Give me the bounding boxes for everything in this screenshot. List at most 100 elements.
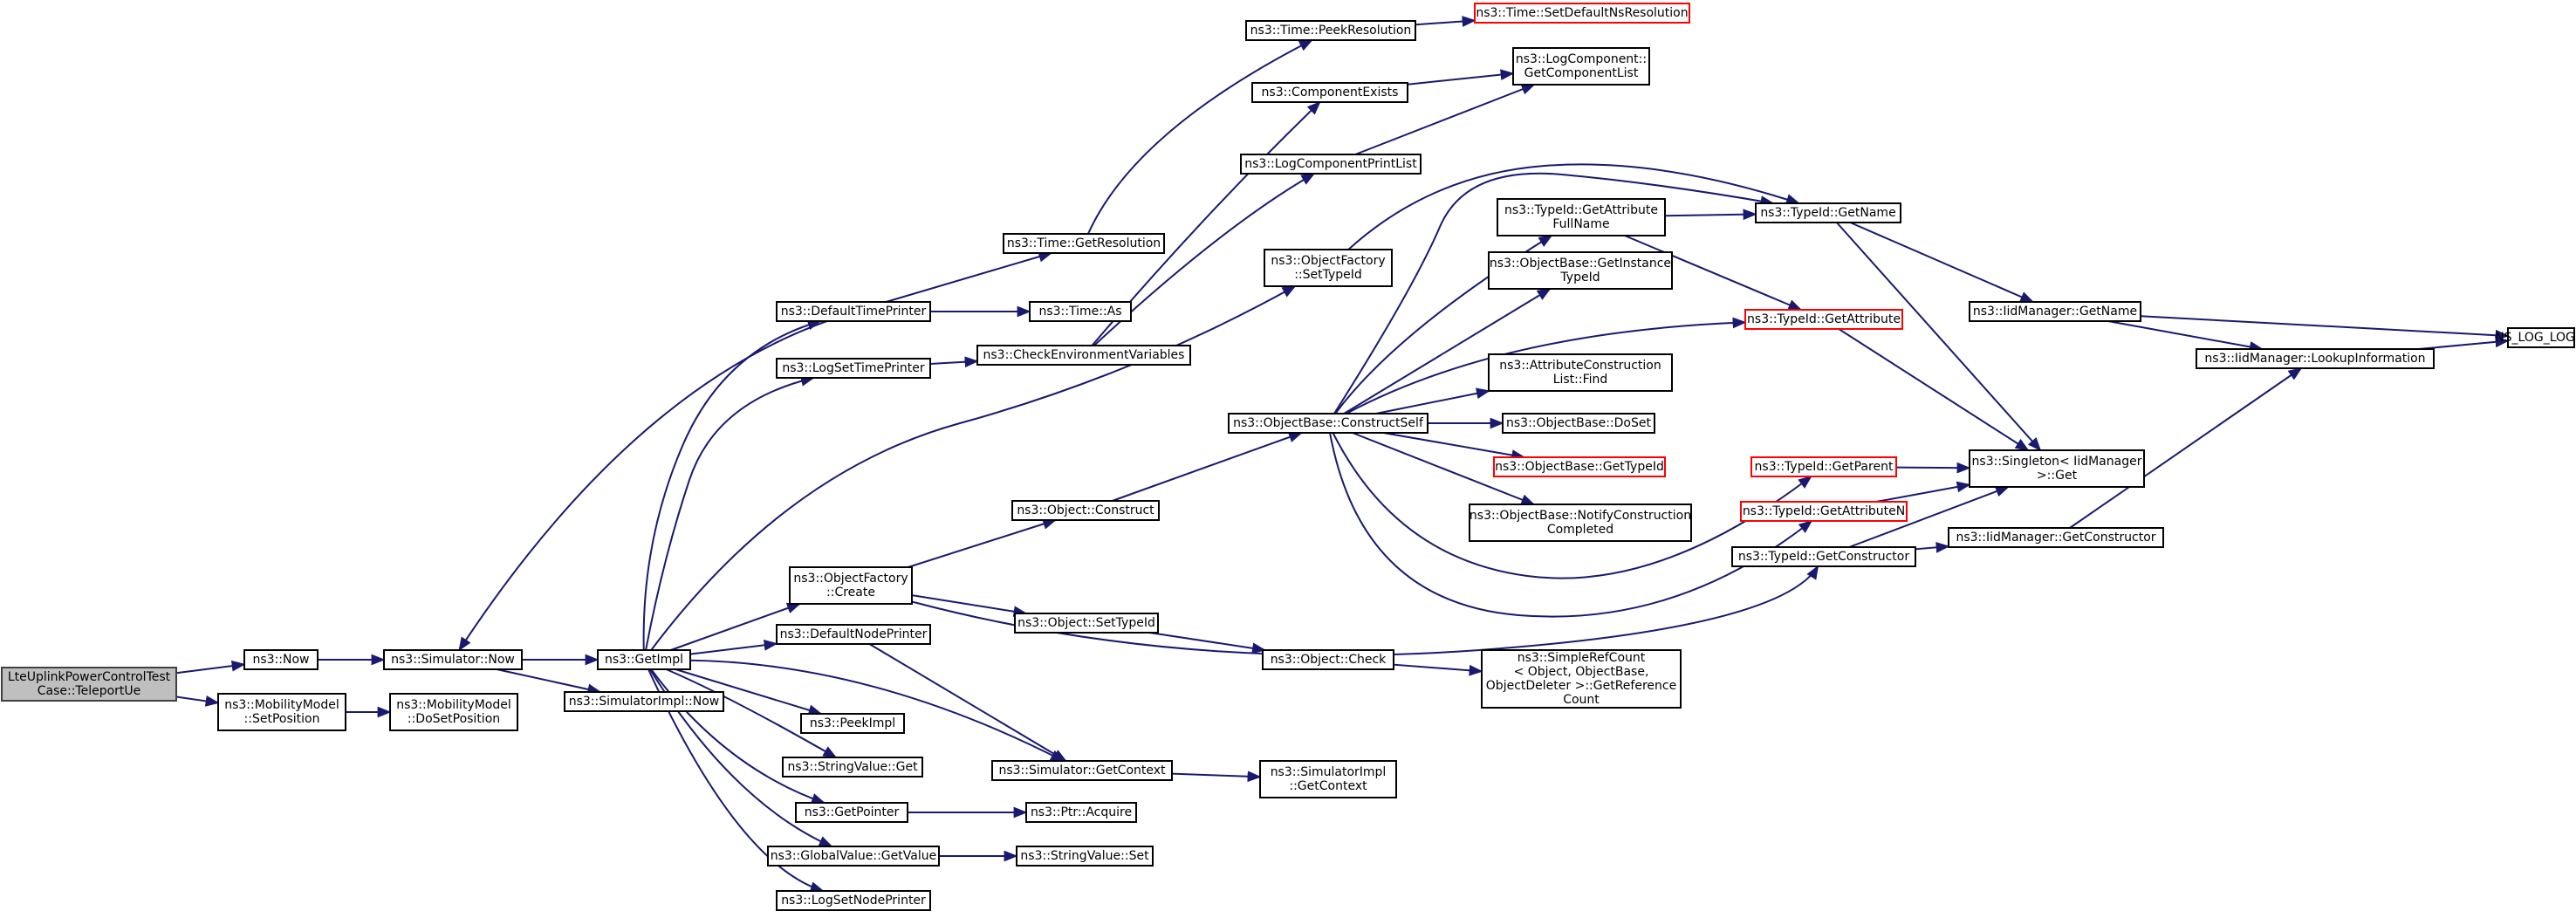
edge-root-to-now xyxy=(175,660,246,675)
node-objectbase-notifyconstructioncompleted[interactable]: ns3::ObjectBase::NotifyConstructionCompl… xyxy=(1469,504,1692,542)
node-log-set-time-printer[interactable]: ns3::LogSetTimePrinter xyxy=(776,358,931,379)
node-logcomponent-getlist[interactable]: ns3::LogComponent::GetComponentList xyxy=(1512,47,1650,86)
node-mm-setpos[interactable]: ns3::MobilityModel::SetPosition xyxy=(217,693,346,731)
node-time-setdefaultnsres[interactable]: ns3::Time::SetDefaultNsResolution xyxy=(1474,3,1690,24)
node-label: ns3::IidManager::GetConstructor xyxy=(1956,531,2155,545)
node-time-as[interactable]: ns3::Time::As xyxy=(1029,301,1132,322)
edge-sim_getcontext-to-simimpl_getcontext xyxy=(1171,771,1262,783)
node-objectbase-constructself[interactable]: ns3::ObjectBase::ConstructSelf xyxy=(1228,413,1428,434)
node-box xyxy=(1755,202,1901,223)
node-box xyxy=(1228,413,1428,434)
node-stringvalue-get[interactable]: ns3::StringValue::Get xyxy=(782,757,923,778)
node-box xyxy=(1481,649,1682,709)
node-default-node-printer[interactable]: ns3::DefaultNodePrinter xyxy=(776,624,931,645)
node-box xyxy=(1502,413,1655,434)
node-sim-now[interactable]: ns3::Simulator::Now xyxy=(383,649,523,670)
node-stringvalue-set[interactable]: ns3::StringValue::Set xyxy=(1016,846,1154,867)
edge-root-to-mm_setpos xyxy=(175,695,220,707)
node-typeid-getattributen[interactable]: ns3::TypeId::GetAttributeN xyxy=(1740,501,1908,522)
node-globalvalue-getvalue[interactable]: ns3::GlobalValue::GetValue xyxy=(767,846,940,867)
node-label: ns3::LogSetNodePrinter xyxy=(781,894,926,908)
node-box xyxy=(1497,198,1666,236)
node-object-settypeid[interactable]: ns3::Object::SetTypeId xyxy=(1014,613,1159,634)
node-box xyxy=(383,649,523,670)
node-simimpl-getcontext[interactable]: ns3::SimulatorImpl::GetContext xyxy=(1259,760,1397,798)
edge-typeid_getattribute-to-singleton_get xyxy=(1838,328,2030,451)
edge-time_peekresolution-to-time_setdefaultnsres xyxy=(1415,16,1476,27)
node-box xyxy=(1488,353,1673,392)
node-box xyxy=(1251,82,1408,103)
edge-objectbase_constructself-to-typeid_getattributen xyxy=(1329,432,1813,618)
node-label: ns3::Time::GetResolution xyxy=(1007,236,1161,250)
node-label: ns3::TypeId::GetAttribute xyxy=(1747,312,1901,326)
node-ns-log-logic[interactable]: NS_LOG_LOGIC xyxy=(2495,327,2576,348)
node-object-construct[interactable]: ns3::Object::Construct xyxy=(1011,500,1160,521)
node-label: ns3::TypeId::GetConstructor xyxy=(1738,550,1909,564)
node-label: ::SetPosition xyxy=(244,712,320,726)
node-simplerefcount-getreferencecount[interactable]: ns3::SimpleRefCount< Object, ObjectBase,… xyxy=(1481,649,1682,709)
edge-objfactory_settypeid-to-typeid_getname xyxy=(1347,163,1801,250)
node-typeid-getparent[interactable]: ns3::TypeId::GetParent xyxy=(1750,456,1897,477)
node-objectbase-doset[interactable]: ns3::ObjectBase::DoSet xyxy=(1502,413,1655,434)
node-object-check[interactable]: ns3::Object::Check xyxy=(1262,649,1394,670)
node-iidmanager-getname[interactable]: ns3::IidManager::GetName xyxy=(1969,301,2141,322)
node-component-exists[interactable]: ns3::ComponentExists xyxy=(1251,82,1408,103)
node-box xyxy=(1264,249,1393,287)
node-time-peekresolution[interactable]: ns3::Time::PeekResolution xyxy=(1245,20,1416,41)
node-singleton-get[interactable]: ns3::Singleton< IidManager >::Get xyxy=(1969,449,2145,488)
node-typeid-getattribute[interactable]: ns3::TypeId::GetAttribute xyxy=(1744,309,1903,330)
node-objectbase-gettypeid[interactable]: ns3::ObjectBase::GetTypeId xyxy=(1493,456,1666,477)
edge-objectbase_constructself-to-typeid_getparent xyxy=(1332,432,1812,579)
node-box xyxy=(800,713,905,734)
node-label: ns3::ObjectBase::GetInstance xyxy=(1490,257,1671,271)
node-ptr-acquire[interactable]: ns3::Ptr::Acquire xyxy=(1025,802,1137,823)
node-default-time-printer[interactable]: ns3::DefaultTimePrinter xyxy=(776,301,931,322)
node-check-env-vars[interactable]: ns3::CheckEnvironmentVariables xyxy=(976,345,1191,366)
node-label: ns3::LogComponent:: xyxy=(1516,52,1647,66)
node-objfactory-settypeid[interactable]: ns3::ObjectFactory::SetTypeId xyxy=(1264,249,1393,287)
node-objfactory-create[interactable]: ns3::ObjectFactory::Create xyxy=(789,566,913,605)
node-label: ns3::StringValue::Get xyxy=(787,760,918,774)
node-typeid-getconstructor[interactable]: ns3::TypeId::GetConstructor xyxy=(1731,546,1916,567)
node-label: ns3::PeekImpl xyxy=(810,716,895,730)
node-sim-getcontext[interactable]: ns3::Simulator::GetContext xyxy=(991,760,1173,781)
node-box xyxy=(1969,449,2145,488)
node-label: ns3::StringValue::Set xyxy=(1020,849,1149,863)
edge-objectbase_constructself-to-objectbase_getinstancetypeid xyxy=(1343,288,1552,414)
node-peekimpl[interactable]: ns3::PeekImpl xyxy=(800,713,905,734)
node-label: ns3::CheckEnvironmentVariables xyxy=(983,348,1185,362)
node-now[interactable]: ns3::Now xyxy=(243,649,319,670)
edge-getimpl-to-stringvalue_get xyxy=(666,668,838,758)
edge-typeid_getparent-to-singleton_get xyxy=(1895,462,1971,474)
node-simimpl-now[interactable]: ns3::SimulatorImpl::Now xyxy=(564,691,724,712)
node-root[interactable]: LteUplinkPowerControlTestCase::TeleportU… xyxy=(1,667,177,702)
node-label: ns3::GlobalValue::GetValue xyxy=(771,849,936,863)
node-box xyxy=(1493,456,1666,477)
node-box xyxy=(1011,500,1160,521)
node-label: Count xyxy=(1563,693,1600,707)
node-mm-dosetpos[interactable]: ns3::MobilityModel::DoSetPosition xyxy=(389,693,518,731)
node-label: ns3::SimulatorImpl::Now xyxy=(569,695,720,709)
node-getimpl[interactable]: ns3::GetImpl xyxy=(597,649,691,670)
edge-getimpl-to-default_node_printer xyxy=(689,640,778,655)
node-getpointer[interactable]: ns3::GetPointer xyxy=(795,802,908,823)
node-typeid-getname[interactable]: ns3::TypeId::GetName xyxy=(1755,202,1901,223)
node-iidmanager-lookupinformation[interactable]: ns3::IidManager::LookupInformation xyxy=(2196,348,2435,369)
node-log-component-printlist[interactable]: ns3::LogComponentPrintList xyxy=(1240,154,1422,175)
node-label: NS_LOG_LOGIC xyxy=(2495,331,2576,345)
node-box xyxy=(1029,301,1132,322)
node-iidmanager-getconstructor[interactable]: ns3::IidManager::GetConstructor xyxy=(1948,527,2164,548)
node-label: ns3::Object::SetTypeId xyxy=(1017,616,1155,630)
node-label: ns3::DefaultNodePrinter xyxy=(780,627,928,641)
node-label: >::Get xyxy=(2037,469,2078,483)
node-label: ns3::ObjectFactory xyxy=(793,572,908,586)
node-time-getresolution[interactable]: ns3::Time::GetResolution xyxy=(1003,233,1165,254)
edge-objectbase_constructself-to-objectbase_gettypeid xyxy=(1383,432,1526,461)
node-box xyxy=(1731,546,1916,567)
node-box xyxy=(776,624,931,645)
node-log-set-node-printer[interactable]: ns3::LogSetNodePrinter xyxy=(776,890,931,911)
